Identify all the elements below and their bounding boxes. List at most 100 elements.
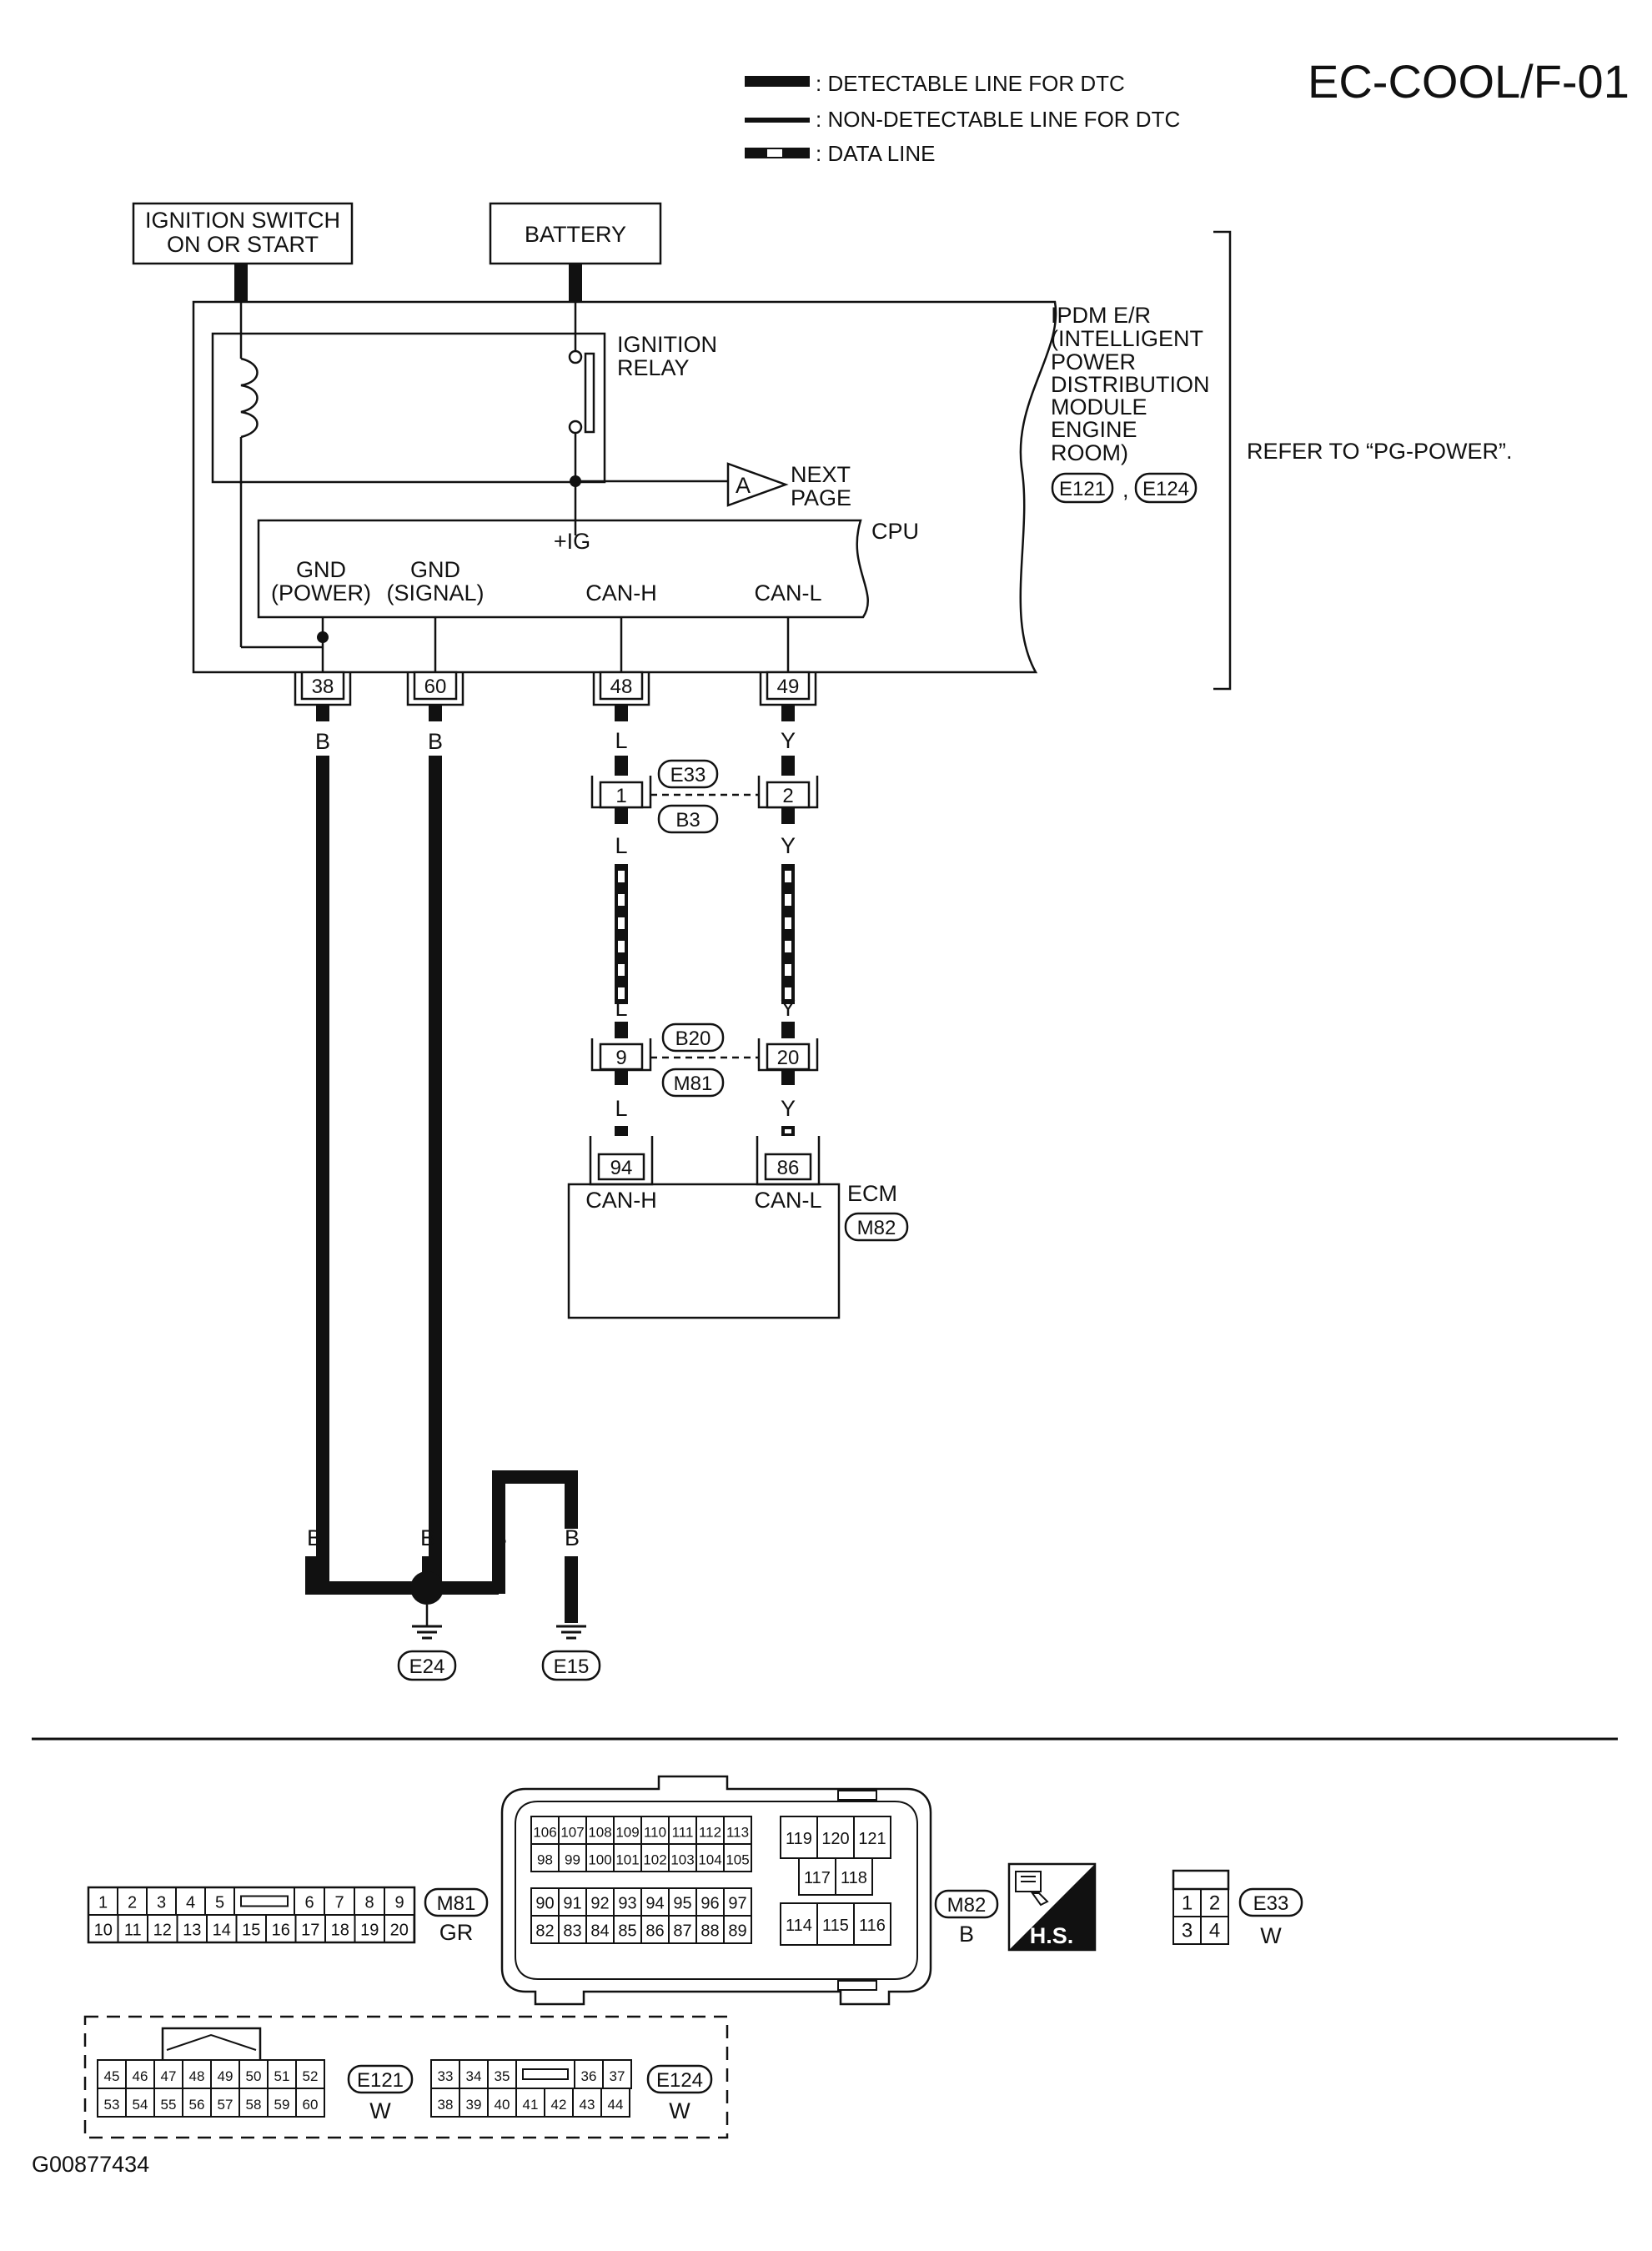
- next-page-line2: PAGE: [791, 485, 851, 510]
- pin-number: 9: [615, 1047, 626, 1069]
- connector-pin-number: 101: [615, 1852, 639, 1868]
- ipdm-label-line: ENGINE: [1051, 417, 1137, 442]
- connector-pin-number: 87: [673, 1922, 691, 1941]
- connector-pin-number: 111: [672, 1825, 694, 1841]
- ipdm-label-line: (INTELLIGENT: [1051, 326, 1203, 351]
- connector-id: M81: [674, 1073, 713, 1095]
- connector-pin-number: 53: [104, 2097, 120, 2113]
- connector-pin-number: 96: [700, 1895, 719, 1913]
- ecm-pin-94: 94: [589, 1136, 654, 1186]
- connector-pin-number: 109: [615, 1825, 639, 1841]
- connector-pin-number: 20: [390, 1922, 409, 1940]
- connector-cell: [723, 1915, 752, 1944]
- gnd-power-label-1: GND: [296, 557, 346, 582]
- connector-id: E33: [670, 764, 706, 786]
- ignition-switch-state: ON OR START: [167, 232, 319, 257]
- connector-pin-number: 15: [242, 1922, 260, 1940]
- gnd-signal-label-1: GND: [410, 557, 460, 582]
- wire-color-b: B: [428, 729, 443, 754]
- legend: : DETECTABLE LINE FOR DTC : NON-DETECTAB…: [745, 71, 1180, 166]
- connector-cell: [600, 2088, 630, 2118]
- connector-pin-number: 52: [303, 2068, 319, 2084]
- wire-color-l: L: [615, 833, 627, 858]
- connector-pin-number: 112: [699, 1825, 721, 1841]
- connector-pin-number: 58: [246, 2097, 262, 2113]
- ipdm-label-line: POWER: [1051, 349, 1136, 374]
- connector-key-icon: [240, 1895, 289, 1907]
- ipdm-label-line: IPDM E/R: [1051, 303, 1151, 328]
- relay-contact-lower: [568, 420, 583, 435]
- connector-pin-number: 82: [535, 1922, 554, 1941]
- joint-connector-b20: 9 20 B20 M81: [590, 1022, 819, 1098]
- connector-pin-number: 10: [94, 1922, 113, 1940]
- next-page-line1: NEXT: [791, 462, 851, 487]
- connector-pin-number: 36: [581, 2068, 597, 2084]
- connector-pin-number: 117: [804, 1869, 831, 1887]
- connector-id: B20: [675, 1028, 711, 1050]
- cpu-label: CPU: [871, 519, 919, 544]
- connector-pin-number: 89: [728, 1922, 746, 1941]
- connector-pin-number: 94: [645, 1895, 664, 1913]
- connector-pin-number: 4: [1209, 1920, 1220, 1942]
- connector-m82-id: M82: [947, 1894, 987, 1917]
- ecm-label: ECM: [847, 1181, 897, 1206]
- wire-color-l: L: [615, 1096, 627, 1121]
- connector-pin-number: 43: [580, 2097, 595, 2113]
- battery-feed-wire: [569, 264, 582, 302]
- ecm-connector-tag: [844, 1212, 909, 1242]
- connector-pin-number: 104: [698, 1852, 721, 1868]
- connector-pin-number: 1: [1182, 1892, 1193, 1915]
- wire-color-b: B: [307, 1525, 322, 1550]
- ipdm-connector-id: E121: [1059, 478, 1106, 500]
- connector-key-slot: [233, 1887, 295, 1916]
- connector-pin-number: 48: [189, 2068, 205, 2084]
- connector-pin-number: 83: [563, 1922, 581, 1941]
- connector-pin-number: 5: [215, 1894, 224, 1912]
- gnd-power-splice-dot: [317, 631, 329, 643]
- gnd-signal-label-2: (SIGNAL): [386, 580, 484, 605]
- pin-number: 94: [610, 1157, 633, 1179]
- connector-pin-number: 33: [438, 2068, 454, 2084]
- connector-pin-number: 51: [274, 2068, 290, 2084]
- wire-color-y: Y: [781, 728, 796, 753]
- connector-key-icon: [522, 2068, 569, 2080]
- ecm-can-l-label: CAN-L: [754, 1188, 821, 1213]
- relay-coil-icon: [240, 357, 259, 439]
- ground-e15-id: E15: [554, 1656, 590, 1678]
- connector-pin-number: 54: [133, 2097, 148, 2113]
- connector-pin-number: 107: [560, 1825, 584, 1841]
- ignition-switch-label: IGNITION SWITCH: [145, 208, 340, 233]
- connector-m81-id: M81: [437, 1892, 476, 1915]
- harness-side-icon: H.S.: [1007, 1862, 1097, 1952]
- connector-pin-number: 38: [438, 2097, 454, 2113]
- wire-color-y: Y: [781, 833, 796, 858]
- ipdm-connector-id: E124: [1142, 478, 1189, 500]
- connector-tag: [657, 759, 719, 789]
- connector-pin-number: 118: [841, 1869, 867, 1887]
- connector-pin-number: 95: [673, 1895, 691, 1913]
- connector-pin-number: 55: [161, 2097, 177, 2113]
- connector-pin-number: 3: [1182, 1920, 1193, 1942]
- ipdm-pin-49: 49: [759, 671, 817, 706]
- ipdm-pin-38: 38: [294, 671, 352, 706]
- wire-color-b: B: [565, 1525, 580, 1550]
- gnd-power-wire: [316, 756, 329, 1590]
- ipdm-connector-separator: ,: [1122, 477, 1129, 502]
- connector-cell: [853, 1902, 891, 1946]
- connector-pin-number: 57: [218, 2097, 233, 2113]
- connector-pin-number: 98: [537, 1852, 553, 1868]
- connector-pin-number: 16: [272, 1922, 290, 1940]
- refer-bracket: [1213, 230, 1232, 691]
- connector-pin-number: 93: [618, 1895, 636, 1913]
- pin-number: 1: [615, 785, 626, 807]
- connector-pin-number: 41: [523, 2097, 539, 2113]
- connector-pin-number: 45: [104, 2068, 120, 2084]
- connector-pin-number: 47: [161, 2068, 177, 2084]
- connector-e33-tag: [1238, 1887, 1303, 1917]
- pin-number: 60: [424, 676, 447, 698]
- ecm-can-h-label: CAN-H: [585, 1188, 657, 1213]
